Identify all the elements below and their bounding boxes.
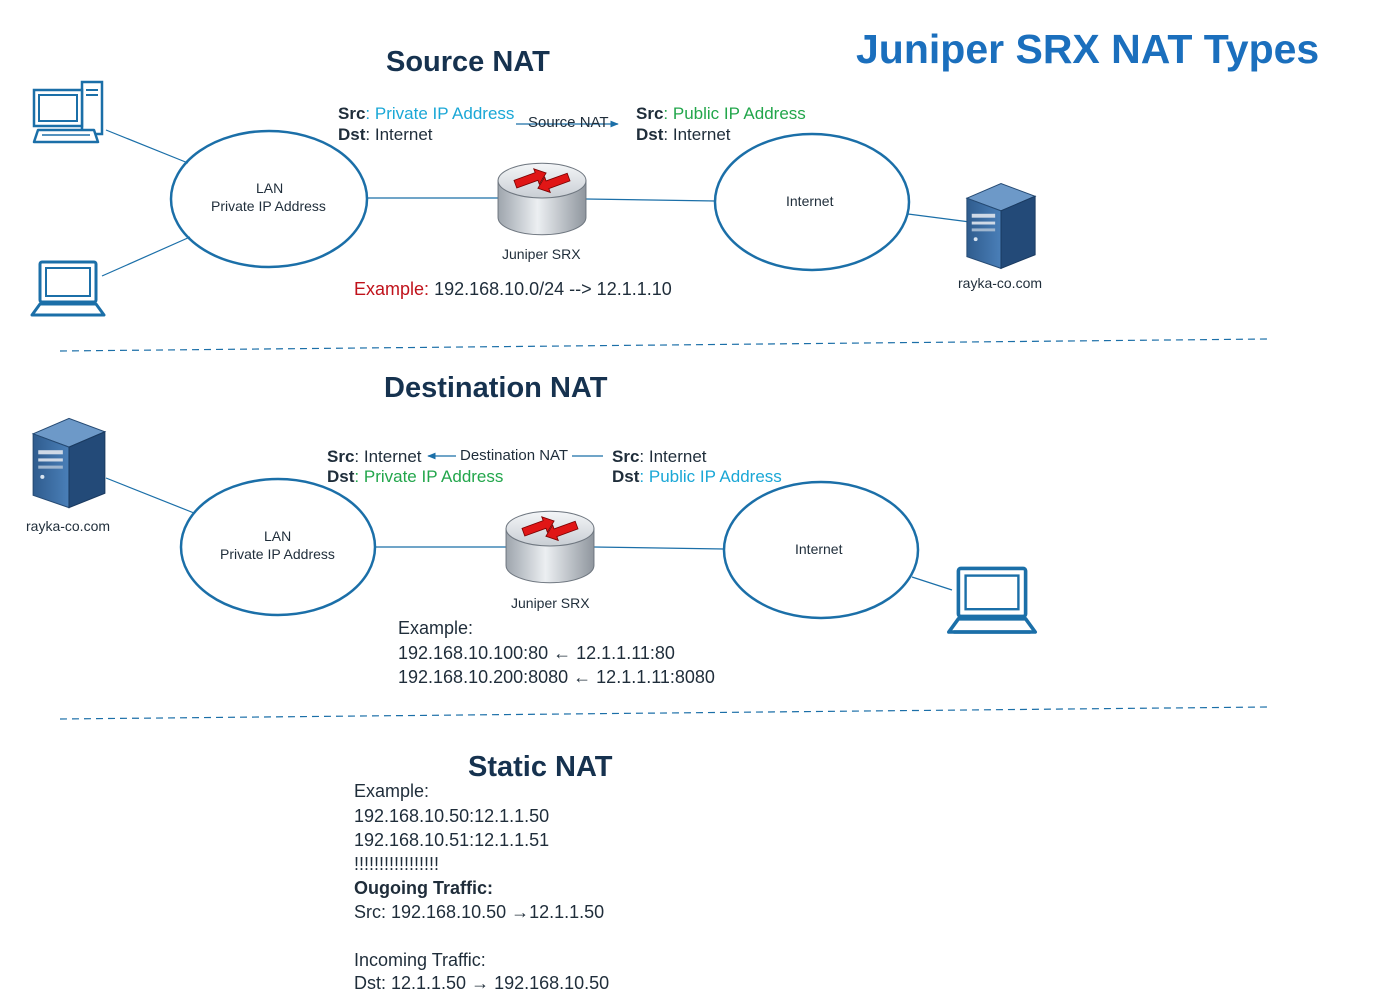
example-value: 192.168.10.0/24 --> 12.1.1.10 [434, 279, 672, 299]
destination-nat-arrow-label: Destination NAT [460, 447, 569, 464]
static-example-label: Example: [354, 781, 430, 801]
destination-example-line: 192.168.10.100:80 ← 12.1.1.11:80 [398, 643, 675, 663]
src-value: : Internet [639, 447, 707, 466]
lan-subtitle: Private IP Address [211, 198, 326, 214]
source-nat-heading: Source NAT [386, 46, 550, 78]
destination-nat-heading: Destination NAT [384, 372, 608, 404]
destination-post-dst: Dst: Public IP Address [612, 467, 782, 487]
section-divider-2 [59, 706, 1269, 720]
src-value: : Internet [354, 447, 422, 466]
dst-key: Dst [612, 467, 640, 486]
static-mapping-line: 192.168.10.50:12.1.1.50 [354, 806, 550, 826]
outgoing-traffic-line: Src: 192.168.10.50 →12.1.1.50 [354, 902, 605, 922]
link-desktop-lan [105, 129, 189, 164]
lan-ellipse [169, 129, 369, 269]
source-pre-dst: Dst: Internet [338, 125, 433, 145]
src-key: Src [338, 104, 366, 123]
server-label: rayka-co.com [958, 275, 1043, 291]
dst-key: Dst [338, 125, 366, 144]
destination-example-label: Example: [398, 618, 474, 638]
internet-ellipse [713, 132, 911, 272]
destination-pre-dst: Dst: Private IP Address [327, 467, 503, 487]
internet-ellipse [722, 480, 920, 620]
lan-title: LAN [264, 528, 292, 544]
incoming-traffic-line: Dst: 12.1.1.50 → 192.168.10.50 [354, 973, 610, 993]
dst-value: : Public IP Address [639, 467, 782, 486]
link-internet-server [907, 213, 971, 223]
dst-value: : Internet [365, 125, 433, 144]
destination-post-src: Src: Internet [612, 447, 707, 467]
dst-value: : Internet [663, 125, 731, 144]
dst-key: Dst [636, 125, 664, 144]
source-post-src: Src: Public IP Address [636, 104, 806, 124]
router-label: Juniper SRX [502, 246, 581, 262]
lan-subtitle: Private IP Address [220, 546, 335, 562]
router-label: Juniper SRX [511, 595, 590, 611]
router-icon [505, 510, 595, 584]
outgoing-traffic-title: Ougoing Traffic: [354, 878, 493, 898]
internet-label: Internet [786, 193, 834, 209]
lan-ellipse [179, 477, 377, 617]
destination-example-line: 192.168.10.200:8080 ← 12.1.1.11:8080 [398, 667, 715, 687]
page-title: Juniper SRX NAT Types [856, 26, 1320, 72]
section-divider-1 [59, 338, 1269, 352]
internet-label: Internet [795, 541, 843, 557]
source-post-dst: Dst: Internet [636, 125, 731, 145]
server-icon [32, 417, 106, 509]
laptop-icon [946, 566, 1038, 634]
link-router-internet [585, 198, 717, 202]
src-key: Src [636, 104, 664, 123]
src-value: : Private IP Address [365, 104, 515, 123]
dst-key: Dst [327, 467, 355, 486]
source-pre-src: Src: Private IP Address [338, 104, 514, 124]
laptop-icon [30, 260, 106, 317]
static-nat-heading: Static NAT [468, 751, 613, 783]
static-separator-line: !!!!!!!!!!!!!!!!! [354, 854, 440, 874]
src-key: Src [612, 447, 640, 466]
lan-title: LAN [256, 180, 284, 196]
desktop-icon [32, 80, 104, 144]
example-label: Example: [354, 279, 430, 299]
destination-pre-src: Src: Internet [327, 447, 422, 467]
link-router-internet [593, 546, 725, 550]
link-internet-laptop [911, 576, 953, 591]
src-key: Src [327, 447, 355, 466]
server-icon [966, 183, 1036, 269]
link-laptop-lan [101, 236, 191, 277]
static-mapping-line: 192.168.10.51:12.1.1.51 [354, 830, 550, 850]
incoming-traffic-title: Incoming Traffic: [354, 950, 486, 970]
server-label: rayka-co.com [26, 518, 111, 534]
dst-value: : Private IP Address [354, 467, 504, 486]
source-example: Example: 192.168.10.0/24 --> 12.1.1.10 [354, 279, 672, 300]
src-value: : Public IP Address [663, 104, 806, 123]
link-server-lan [105, 477, 195, 514]
source-nat-arrow-label: Source NAT [528, 114, 609, 131]
router-icon [497, 162, 587, 236]
